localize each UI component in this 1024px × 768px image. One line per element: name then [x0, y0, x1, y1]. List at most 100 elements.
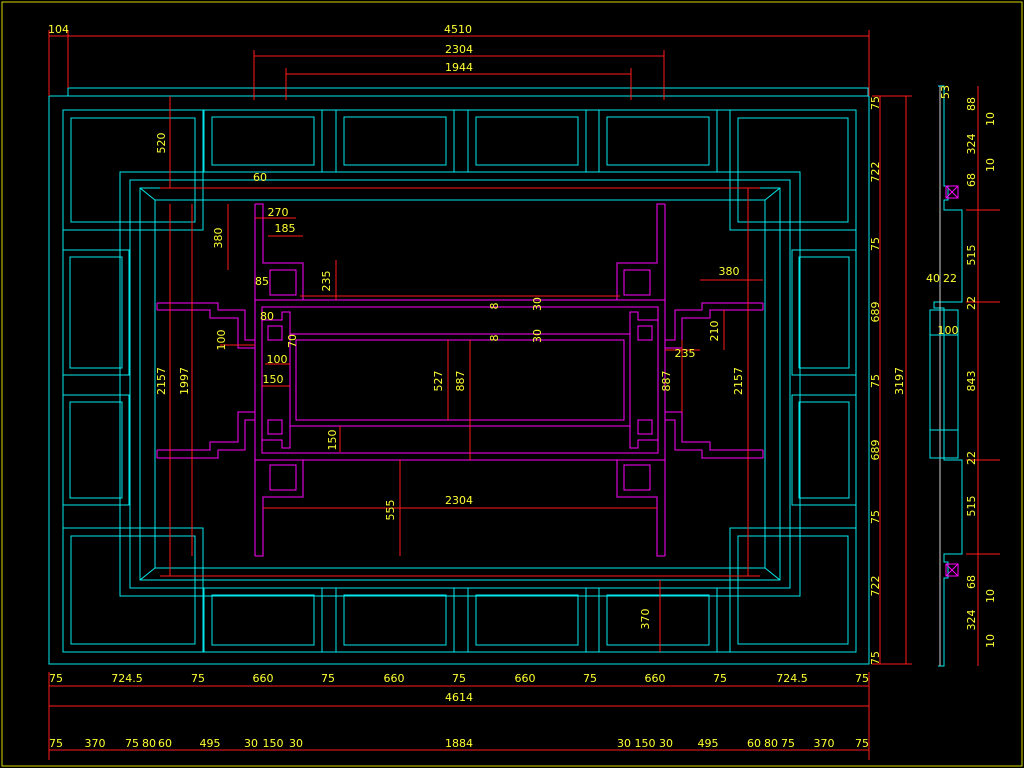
svg-text:80: 80 — [764, 737, 778, 750]
svg-text:75: 75 — [125, 737, 139, 750]
svg-text:2304: 2304 — [445, 494, 473, 507]
svg-text:270: 270 — [268, 206, 289, 219]
svg-text:40: 40 — [926, 272, 940, 285]
svg-text:380: 380 — [719, 265, 740, 278]
svg-text:660: 660 — [515, 672, 536, 685]
svg-text:75: 75 — [583, 672, 597, 685]
dim-top-4510: 4510 — [444, 23, 472, 36]
svg-text:88: 88 — [965, 97, 978, 111]
svg-text:185: 185 — [275, 222, 296, 235]
svg-text:75: 75 — [49, 737, 63, 750]
svg-text:75: 75 — [855, 737, 869, 750]
svg-text:527: 527 — [432, 371, 445, 392]
svg-text:324: 324 — [965, 610, 978, 631]
svg-text:70: 70 — [286, 334, 299, 348]
svg-text:520: 520 — [155, 133, 168, 154]
svg-text:30: 30 — [289, 737, 303, 750]
svg-text:60: 60 — [747, 737, 761, 750]
svg-text:887: 887 — [660, 371, 673, 392]
svg-text:30: 30 — [531, 329, 544, 343]
svg-text:30: 30 — [659, 737, 673, 750]
svg-text:722: 722 — [869, 576, 882, 597]
svg-text:80: 80 — [142, 737, 156, 750]
svg-text:235: 235 — [675, 347, 696, 360]
svg-text:22: 22 — [965, 451, 978, 465]
svg-text:8: 8 — [488, 303, 501, 310]
dim-top-2304: 2304 — [445, 43, 473, 56]
svg-text:370: 370 — [639, 609, 652, 630]
svg-text:150: 150 — [263, 737, 284, 750]
svg-text:68: 68 — [965, 173, 978, 187]
svg-text:150: 150 — [635, 737, 656, 750]
svg-text:75: 75 — [321, 672, 335, 685]
svg-text:660: 660 — [645, 672, 666, 685]
svg-text:10: 10 — [984, 112, 997, 126]
section-dims: 53 88 10 324 10 68 515 40 22 22 100 843 … — [926, 85, 997, 648]
svg-text:515: 515 — [965, 245, 978, 266]
svg-text:843: 843 — [965, 371, 978, 392]
svg-text:2157: 2157 — [732, 367, 745, 395]
svg-text:150: 150 — [263, 373, 284, 386]
svg-text:722: 722 — [869, 162, 882, 183]
svg-text:380: 380 — [212, 228, 225, 249]
svg-text:75: 75 — [49, 672, 63, 685]
svg-text:75: 75 — [191, 672, 205, 685]
svg-text:10: 10 — [984, 589, 997, 603]
svg-text:85: 85 — [255, 275, 269, 288]
svg-text:724.5: 724.5 — [776, 672, 808, 685]
svg-text:887: 887 — [454, 371, 467, 392]
svg-text:60: 60 — [253, 171, 267, 184]
svg-text:75: 75 — [869, 237, 882, 251]
svg-text:150: 150 — [326, 430, 339, 451]
svg-text:724.5: 724.5 — [111, 672, 143, 685]
svg-text:555: 555 — [384, 500, 397, 521]
inner-dims: 520 60 270 185 380 235 85 80 70 100 100 … — [155, 133, 745, 630]
svg-text:370: 370 — [85, 737, 106, 750]
svg-text:10: 10 — [984, 634, 997, 648]
svg-text:68: 68 — [965, 575, 978, 589]
dim-bottom-total: 4614 — [445, 691, 473, 704]
dim-right-total: 3197 — [893, 367, 906, 395]
dim-top-104: 104 — [48, 23, 69, 36]
svg-text:75: 75 — [869, 374, 882, 388]
svg-text:2157: 2157 — [155, 367, 168, 395]
svg-text:60: 60 — [158, 737, 172, 750]
ceiling-outline — [48, 87, 870, 665]
svg-text:495: 495 — [200, 737, 221, 750]
svg-text:370: 370 — [814, 737, 835, 750]
svg-text:1997: 1997 — [178, 367, 191, 395]
svg-text:10: 10 — [984, 158, 997, 172]
bottom-dim-row-1: 75 724.5 75 660 75 660 75 660 75 660 75 … — [49, 672, 869, 685]
svg-text:100: 100 — [938, 324, 959, 337]
svg-text:75: 75 — [452, 672, 466, 685]
svg-text:689: 689 — [869, 440, 882, 461]
svg-text:80: 80 — [260, 310, 274, 323]
dim-top-1944: 1944 — [445, 61, 473, 74]
svg-text:53: 53 — [939, 85, 952, 99]
right-dim-column: 75 722 75 689 75 689 75 722 75 — [869, 96, 882, 665]
svg-text:75: 75 — [869, 651, 882, 665]
svg-text:324: 324 — [965, 134, 978, 155]
svg-text:210: 210 — [708, 321, 721, 342]
svg-text:75: 75 — [855, 672, 869, 685]
svg-text:660: 660 — [384, 672, 405, 685]
side-section — [929, 85, 963, 667]
svg-text:660: 660 — [253, 672, 274, 685]
svg-text:689: 689 — [869, 302, 882, 323]
svg-text:75: 75 — [869, 96, 882, 110]
svg-text:8: 8 — [488, 335, 501, 342]
svg-text:75: 75 — [713, 672, 727, 685]
magenta-lattice — [156, 203, 764, 557]
dimension-lines — [48, 30, 1000, 760]
svg-text:22: 22 — [965, 296, 978, 310]
svg-text:75: 75 — [781, 737, 795, 750]
svg-text:30: 30 — [244, 737, 258, 750]
dimension-texts: 104 4510 2304 1944 75 724.5 75 660 75 66… — [48, 23, 997, 750]
svg-text:235: 235 — [320, 271, 333, 292]
svg-text:100: 100 — [267, 353, 288, 366]
svg-text:22: 22 — [943, 272, 957, 285]
svg-text:30: 30 — [531, 297, 544, 311]
svg-text:1884: 1884 — [445, 737, 473, 750]
